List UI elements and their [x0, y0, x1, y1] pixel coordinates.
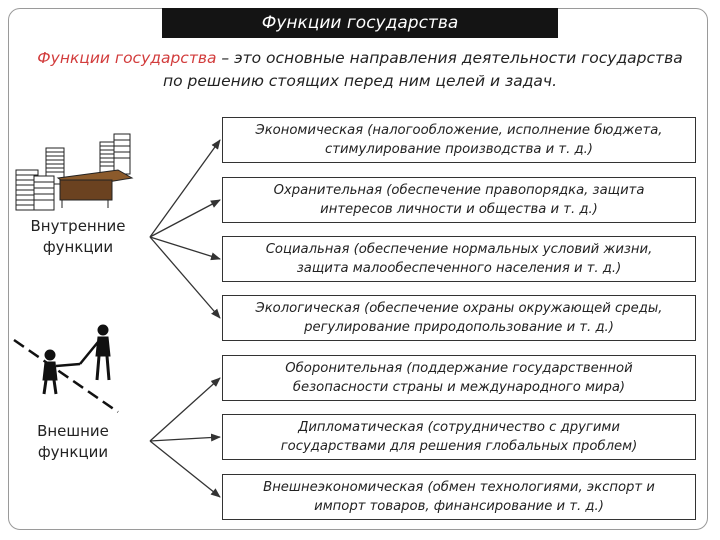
connector-arrow: [149, 377, 221, 442]
connector-arrow: [149, 433, 221, 442]
connector-arrow: [149, 236, 221, 319]
connector-arrow: [149, 236, 221, 261]
people-at-border-icon: [13, 324, 119, 414]
internal-functions-label: Внутренние функции: [30, 217, 126, 256]
function-box-foreign-economic: Внешнеэкономическая (обмен технологиями,…: [222, 474, 696, 520]
connector-arrow: [149, 440, 221, 498]
function-box-diplomatic: Дипломатическая (сотрудничество с другим…: [222, 414, 696, 460]
definition-body: – это основные направления деятельности …: [162, 49, 683, 90]
office-desk-papers-icon: [15, 133, 134, 211]
connector-arrow: [149, 199, 221, 238]
external-functions-label: Внешние функции: [37, 422, 109, 461]
function-box-ecological: Экологическая (обеспечение охраны окружа…: [222, 295, 696, 341]
function-box-defensive: Оборонительная (поддержание государствен…: [222, 355, 696, 401]
function-box-economic: Экономическая (налогообложение, исполнен…: [222, 117, 696, 163]
page-title: Функции государства: [162, 8, 558, 38]
function-box-social: Социальная (обеспечение нормальных услов…: [222, 236, 696, 282]
definition-text: Функции государства – это основные напра…: [34, 47, 686, 93]
connector-arrow: [149, 139, 221, 238]
function-box-protective: Охранительная (обеспечение правопорядка,…: [222, 177, 696, 223]
definition-term: Функции государства: [37, 49, 217, 67]
arrow-group: [149, 139, 221, 498]
